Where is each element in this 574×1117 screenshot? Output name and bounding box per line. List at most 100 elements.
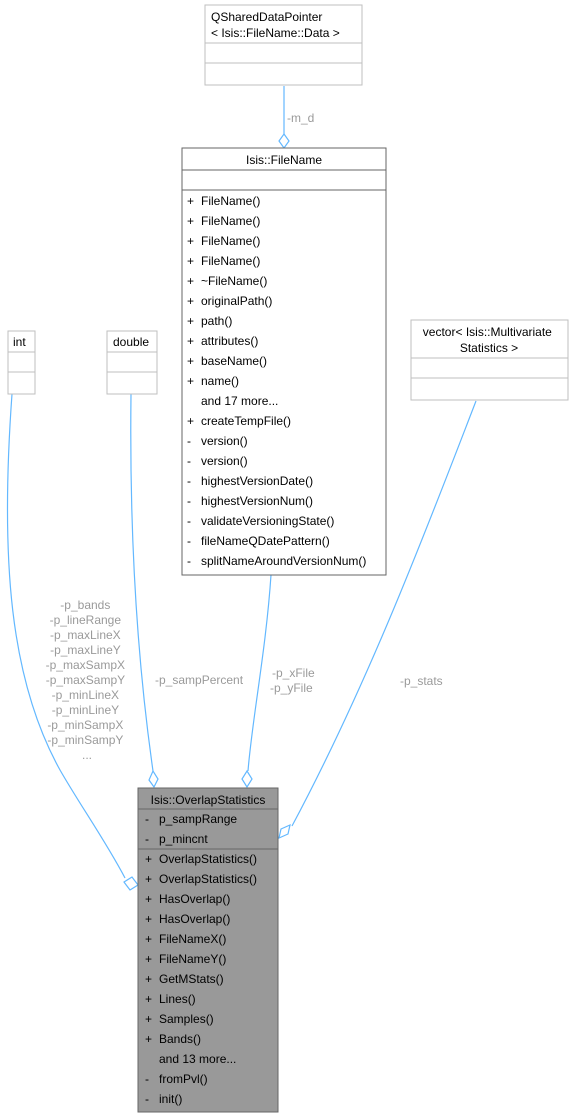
edges — [6, 86, 477, 891]
member-visibility: - — [145, 1072, 149, 1086]
member-item[interactable]: highestVersionDate() — [201, 474, 313, 488]
member-item[interactable]: FileNameX() — [159, 932, 226, 946]
member-item[interactable]: version() — [201, 454, 248, 468]
member-item[interactable]: version() — [201, 434, 248, 448]
member-visibility: + — [145, 972, 152, 986]
member-item[interactable]: and 17 more... — [201, 394, 278, 408]
member-visibility: - — [187, 474, 191, 488]
member-item[interactable]: GetMStats() — [159, 972, 224, 986]
title-line: < Isis::FileName::Data > — [211, 26, 340, 40]
member-visibility: - — [187, 554, 191, 568]
member-visibility: + — [145, 872, 152, 886]
member-item[interactable]: Bands() — [159, 1032, 201, 1046]
edge-label-int: -p_bands -p_lineRange -p_maxLineX -p_max… — [46, 598, 129, 762]
title-line: vector< Isis::Multivariate — [423, 325, 552, 339]
edge-int — [6, 393, 126, 879]
class-qshareddatapointer[interactable]: QSharedDataPointer < Isis::FileName::Dat… — [204, 4, 363, 86]
class-int[interactable]: int — [7, 330, 36, 395]
edge-m-d-diamond — [278, 132, 290, 150]
member-visibility: - — [187, 434, 191, 448]
member-item[interactable]: splitNameAroundVersionNum() — [201, 554, 366, 568]
edge-double-diamond — [148, 769, 159, 789]
edge-label-int-line: -p_maxLineX — [50, 628, 121, 642]
member-visibility: + — [187, 294, 194, 308]
member-item[interactable]: baseName() — [201, 354, 267, 368]
edge-label-file-line: -p_yFile — [270, 681, 313, 695]
box-filename — [181, 147, 387, 576]
box-int — [7, 330, 36, 395]
member-item[interactable]: fileNameQDatePattern() — [201, 534, 330, 548]
member-item[interactable]: FileName() — [201, 194, 260, 208]
member-visibility: - — [145, 812, 149, 826]
member-item[interactable]: Lines() — [159, 992, 196, 1006]
member-item[interactable]: fromPvl() — [159, 1072, 208, 1086]
edge-label-int-line: -p_minSampX — [47, 718, 123, 732]
member-item[interactable]: p_sampRange — [159, 812, 237, 826]
class-double[interactable]: double — [106, 330, 158, 395]
member-visibility: + — [145, 912, 152, 926]
class-isis-overlapstatistics[interactable]: Isis::OverlapStatistics -p_sampRange-p_m… — [137, 787, 279, 1113]
member-item[interactable]: ~FileName() — [201, 274, 267, 288]
filename-methods: + FileName() + FileName() + FileName() + FileNa… — [187, 194, 366, 568]
member-item[interactable]: FileNameY() — [159, 952, 226, 966]
edge-stats-diamond — [278, 823, 291, 840]
member-item[interactable]: originalPath() — [201, 294, 272, 308]
box-vector — [410, 319, 569, 401]
edge-label-int-line: -p_maxSampY — [46, 673, 125, 687]
member-item[interactable]: and 13 more... — [159, 1052, 236, 1066]
member-visibility: - — [187, 534, 191, 548]
member-visibility: - — [145, 1092, 149, 1106]
edge-label-double: -p_sampPercent — [155, 673, 244, 687]
edge-labels: -m_d -p_bands -p_lineRange -p_maxLineX -… — [46, 111, 443, 762]
member-item[interactable]: OverlapStatistics() — [159, 872, 257, 886]
edge-double — [130, 393, 154, 772]
edge-label-file-line: -p_xFile — [272, 666, 315, 680]
member-item[interactable]: name() — [201, 374, 239, 388]
member-visibility: + — [145, 952, 152, 966]
edge-label-int-line: -p_minSampY — [47, 733, 123, 747]
box-overlap — [137, 787, 279, 1113]
edge-label-file: -p_xFile -p_yFile — [270, 666, 318, 695]
member-visibility: + — [187, 214, 194, 228]
member-item[interactable]: OverlapStatistics() — [159, 852, 257, 866]
member-visibility: + — [187, 234, 194, 248]
member-item[interactable]: init() — [159, 1092, 182, 1106]
member-visibility: + — [187, 254, 194, 268]
member-visibility: + — [187, 374, 194, 388]
member-item[interactable]: p_mincnt — [159, 832, 208, 846]
class-title-double: double — [113, 335, 149, 349]
class-title-overlap: Isis::OverlapStatistics — [151, 793, 266, 807]
member-visibility: + — [187, 414, 194, 428]
edge-label-int-line: -p_lineRange — [50, 613, 122, 627]
edge-label-int-line: -p_bands — [60, 598, 110, 612]
member-item[interactable]: attributes() — [201, 334, 258, 348]
box-qshared — [204, 4, 363, 86]
member-visibility: + — [187, 334, 194, 348]
member-visibility: - — [187, 514, 191, 528]
member-item[interactable]: FileName() — [201, 234, 260, 248]
class-vector-multivariate[interactable]: vector< Isis::Multivariate Statistics > — [410, 319, 569, 401]
member-visibility: + — [187, 274, 194, 288]
member-item[interactable]: Samples() — [159, 1012, 214, 1026]
class-title-filename: Isis::FileName — [246, 153, 322, 167]
edge-label-int-line: -p_maxLineY — [50, 643, 121, 657]
member-item[interactable]: HasOverlap() — [159, 912, 230, 926]
member-item[interactable]: FileName() — [201, 214, 260, 228]
class-isis-filename[interactable]: Isis::FileName +FileName()+FileName()+Fi… — [181, 147, 387, 576]
member-item[interactable]: path() — [201, 314, 232, 328]
member-visibility: - — [187, 494, 191, 508]
member-visibility: - — [187, 454, 191, 468]
title-line: Statistics > — [460, 341, 518, 355]
edge-label-int-line: -p_minLineX — [52, 688, 119, 702]
member-visibility: + — [145, 1012, 152, 1026]
edge-label-m-d: -m_d — [287, 111, 314, 125]
member-visibility: + — [145, 1032, 152, 1046]
member-item[interactable]: validateVersioningState() — [201, 514, 334, 528]
member-visibility: + — [145, 852, 152, 866]
member-item[interactable]: highestVersionNum() — [201, 494, 313, 508]
member-item[interactable]: FileName() — [201, 254, 260, 268]
member-item[interactable]: createTempFile() — [201, 414, 291, 428]
edge-label-int-line: -p_minLineY — [52, 703, 119, 717]
member-item[interactable]: HasOverlap() — [159, 892, 230, 906]
